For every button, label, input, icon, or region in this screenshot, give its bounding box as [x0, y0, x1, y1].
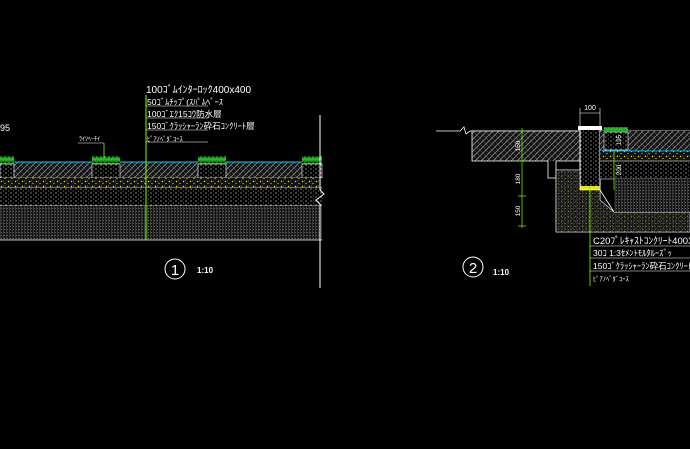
curb-stone [579, 127, 601, 191]
grass-soil-block [0, 163, 15, 179]
grass-soil-block [301, 163, 323, 179]
chip-base-layer [0, 178, 322, 188]
section-marker-1 [164, 258, 186, 280]
concrete-layer [0, 188, 322, 206]
cut-off-label: 95 [0, 123, 10, 133]
grass-patch [0, 156, 14, 164]
crushed-stone-right [614, 179, 690, 212]
callout-line-3: 100ｺﾞｴｸ15ｺｳ防水層 [147, 109, 222, 119]
grass-patch [604, 127, 628, 132]
scale-label-2: 1:10 [493, 268, 510, 277]
ground-outline [471, 130, 581, 179]
section-1-detail: 100ｺﾞﾑｲﾝﾀｰﾛｯｸ400x400 50ｺﾞﾑﾁｯﾌﾟ(ｽﾊﾟﾑﾍﾞｰｽ … [0, 84, 325, 288]
dim-150-top: 150 [515, 140, 522, 151]
grass-patch [302, 156, 322, 164]
grass-soil-block [91, 163, 121, 179]
callout-line-1: 100ｺﾞﾑｲﾝﾀｰﾛｯｸ400x400 [146, 84, 251, 96]
callout-line-4: 150ｺﾞｸﾗｯｼｬｰﾗﾝ砕石ｺﾝｸﾘｰﾄ層 [147, 121, 255, 131]
dim-right-top: 195 [617, 134, 623, 145]
scale-label-1: 1:10 [197, 266, 214, 275]
callout2-line-4: ﾋﾟｱﾉﾍﾟﾀﾞｺｰｽ [593, 275, 630, 283]
section-marker-2 [462, 256, 484, 278]
section-number-1: 1 [171, 262, 179, 279]
callout2-line-2: 30ｺ 1:3ｾﾒﾝﾄﾓﾙﾀﾙｰｽﾞｯ [593, 248, 672, 258]
rubber-interlock-layer [0, 162, 322, 178]
section-2-detail: 100 150 180 150 200 195 C20ﾌﾟﾚｷｬｽﾄｺﾝｸﾘｰﾄ… [436, 105, 690, 286]
ground-hatch-left [472, 131, 580, 161]
concrete-right [600, 161, 690, 179]
callout2-line-1: C20ﾌﾟﾚｷｬｽﾄｺﾝｸﾘｰﾄ400X300X [593, 236, 690, 247]
grass-patch [92, 156, 120, 164]
grass-soil-block [197, 163, 227, 179]
callout-line-2: 50ｺﾞﾑﾁｯﾌﾟ(ｽﾊﾟﾑﾍﾞｰｽ [147, 97, 223, 107]
curb-cap [578, 126, 602, 130]
grass-label: ﾗｲｿﾍｰﾁｲ [79, 136, 100, 143]
dim-150-bottom: 150 [515, 205, 522, 216]
crushed-stone-layer [0, 206, 322, 240]
grass-soil-block [603, 131, 629, 151]
callout2-line-3: 150ｺﾞｸﾗｯｼｬｰﾗﾝ砕石ｺﾝｸﾘｰﾄ層 [593, 261, 690, 271]
chip-base-right [600, 151, 690, 161]
callout-line-5: ﾋﾟｱﾉﾍﾟﾀﾞｺｰｽ [147, 135, 184, 143]
foundation-overlay [556, 170, 690, 232]
dim-180: 180 [515, 173, 522, 184]
break-line [315, 115, 325, 288]
foundation-slope [599, 189, 615, 213]
section-number-2: 2 [469, 260, 477, 277]
grass-patch [198, 156, 226, 164]
dim-top-100: 100 [584, 105, 596, 112]
dim-200: 200 [616, 164, 623, 175]
